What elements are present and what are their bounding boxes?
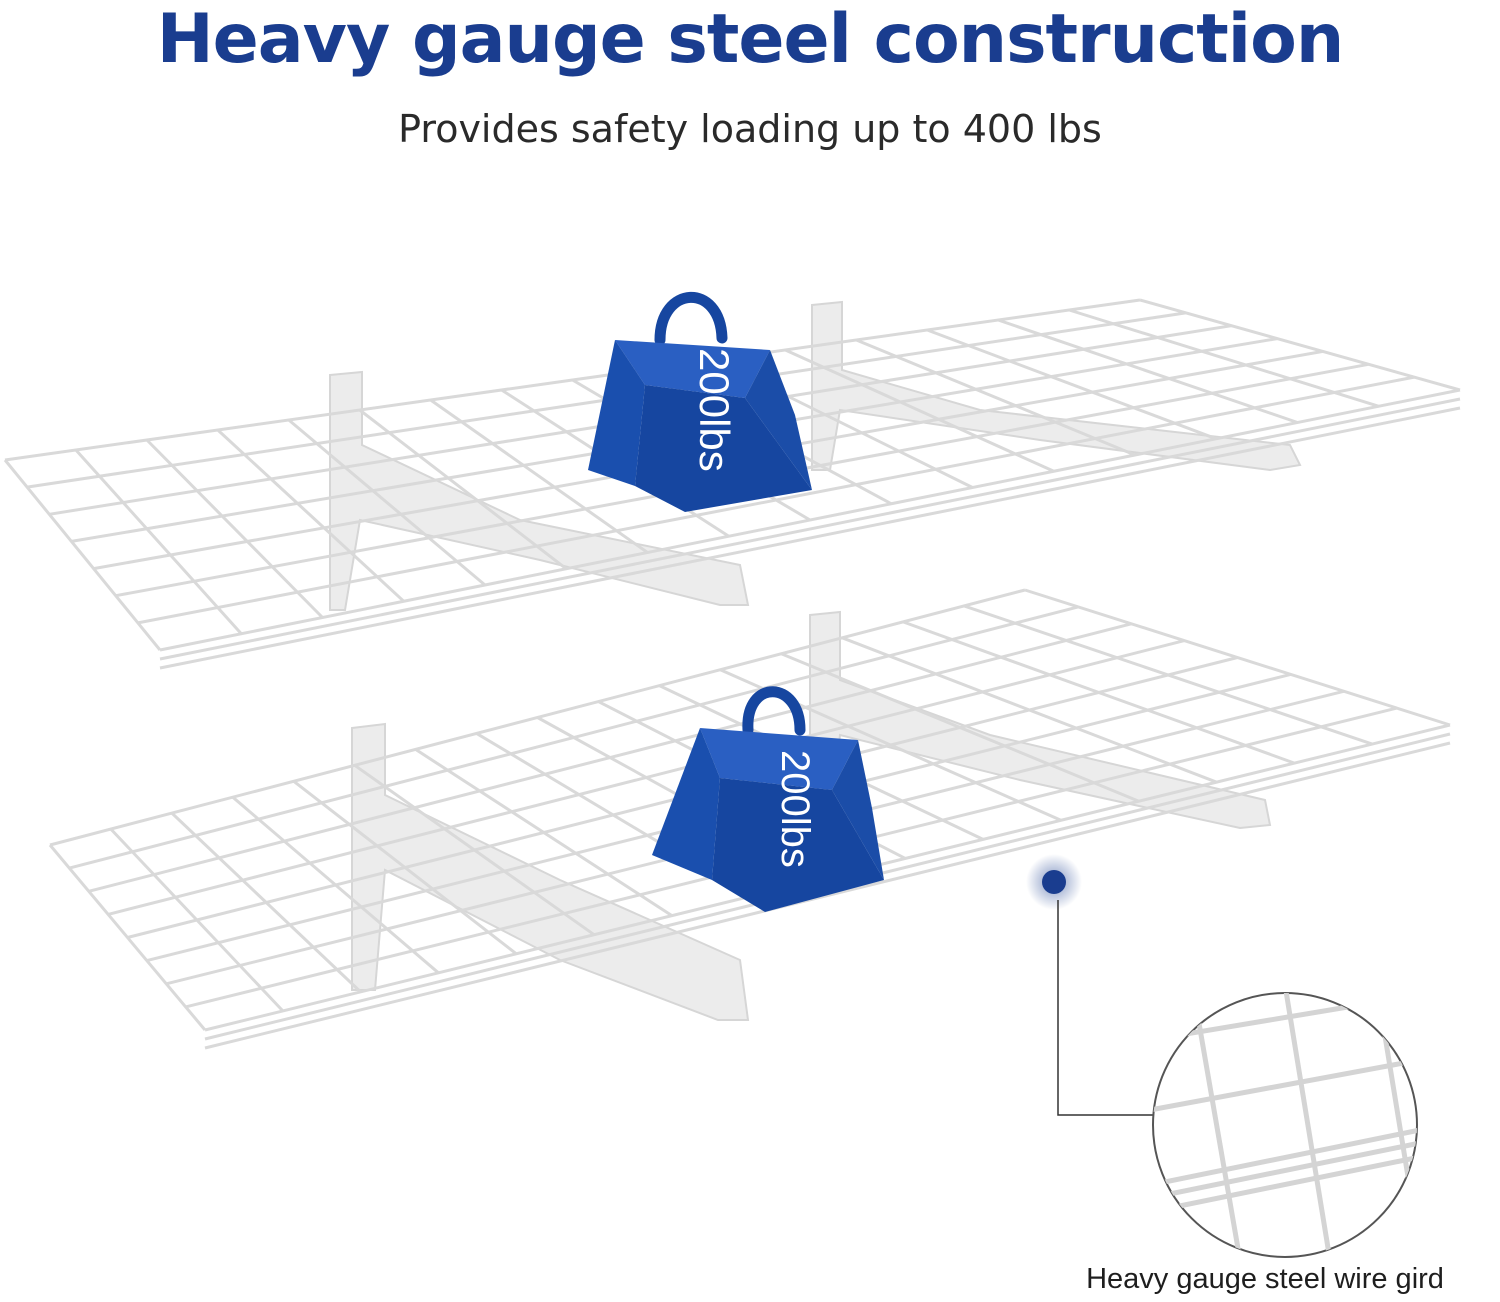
- wire: [926, 328, 1217, 441]
- wire: [780, 652, 1140, 803]
- wire: [1024, 588, 1451, 727]
- wire: [170, 812, 362, 993]
- lower-shelf: [48, 588, 1451, 1050]
- wire: [358, 408, 568, 570]
- wire: [216, 428, 405, 603]
- wire: [74, 448, 243, 635]
- callout-caption: Heavy gauge steel wire gird: [1086, 1263, 1444, 1295]
- callout: [1026, 854, 1418, 1258]
- wire: [231, 796, 440, 974]
- lower-shelf-grid: [48, 588, 1451, 1050]
- upper-shelf-brackets: [329, 300, 1302, 611]
- bottom-weight-label: 200lbs: [773, 750, 817, 868]
- page-title: Heavy gauge steel construction: [156, 0, 1345, 79]
- wire: [48, 844, 207, 1031]
- wire: [159, 397, 1461, 661]
- wire: [429, 398, 649, 554]
- wire: [287, 418, 486, 587]
- wire: [145, 438, 324, 619]
- wire: [109, 828, 284, 1012]
- wire: [855, 338, 1136, 457]
- weight-icon: 200lbs: [652, 686, 884, 912]
- callout-line: [1057, 900, 1153, 1116]
- wire: [1068, 308, 1380, 408]
- wire: [963, 604, 1373, 746]
- wire: [414, 748, 673, 917]
- wire: [159, 406, 1461, 670]
- top-weight-label: 200lbs: [691, 348, 738, 472]
- wire: [997, 318, 1298, 424]
- wire: [784, 348, 1055, 473]
- wire: [292, 780, 518, 955]
- page-subtitle: Provides safety loading up to 400 lbs: [398, 107, 1102, 151]
- weight-icon: 200lbs: [588, 291, 812, 512]
- wire: [3, 459, 162, 651]
- wire: [204, 741, 1451, 1050]
- wire: [1139, 298, 1461, 392]
- wire: [353, 764, 595, 936]
- wire: [902, 620, 1295, 765]
- wire: [841, 636, 1218, 784]
- upper-shelf: [3, 298, 1461, 670]
- dot-marker-icon: [1042, 870, 1066, 894]
